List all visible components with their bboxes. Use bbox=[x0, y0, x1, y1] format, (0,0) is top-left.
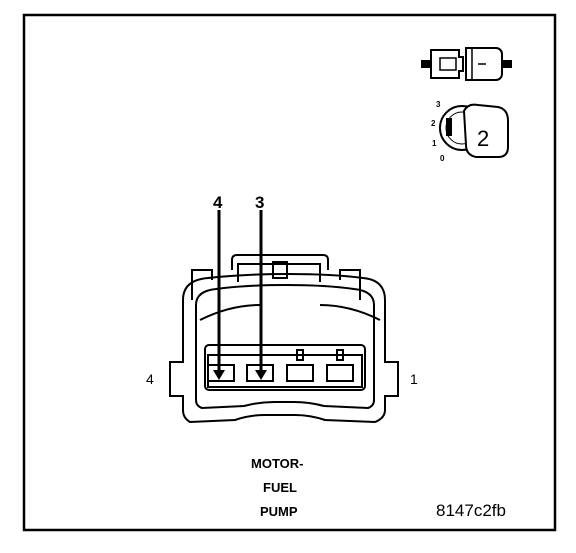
key-selected-position: 2 bbox=[477, 126, 489, 151]
connector-name-line-1: MOTOR- bbox=[251, 456, 303, 471]
pin-cavity-1 bbox=[326, 364, 354, 382]
pin-3-probe-arrow bbox=[255, 210, 267, 380]
key-position-3: 3 bbox=[436, 100, 441, 109]
connector-name-line-2: FUEL bbox=[263, 480, 297, 495]
key-position-0: 0 bbox=[440, 154, 445, 163]
connector-disconnect-icon bbox=[421, 47, 512, 81]
pin-4-probe-arrow bbox=[213, 210, 225, 380]
connector-face bbox=[169, 254, 399, 424]
pin-label-4: 4 bbox=[213, 193, 223, 212]
key-position-1: 1 bbox=[432, 139, 437, 148]
pin-cavity-2 bbox=[286, 364, 314, 382]
pin-cavity-4 bbox=[207, 364, 235, 382]
ignition-key-icon: 3 2 1 0 2 bbox=[431, 100, 509, 163]
pin-label-3: 3 bbox=[255, 193, 264, 212]
connector-name-line-3: PUMP bbox=[260, 504, 298, 519]
figure-frame bbox=[22, 13, 557, 532]
figure-reference-code: 8147c2fb bbox=[436, 501, 506, 520]
side-label-left: 4 bbox=[146, 371, 154, 387]
key-position-2: 2 bbox=[431, 119, 436, 128]
side-label-right: 1 bbox=[410, 371, 418, 387]
